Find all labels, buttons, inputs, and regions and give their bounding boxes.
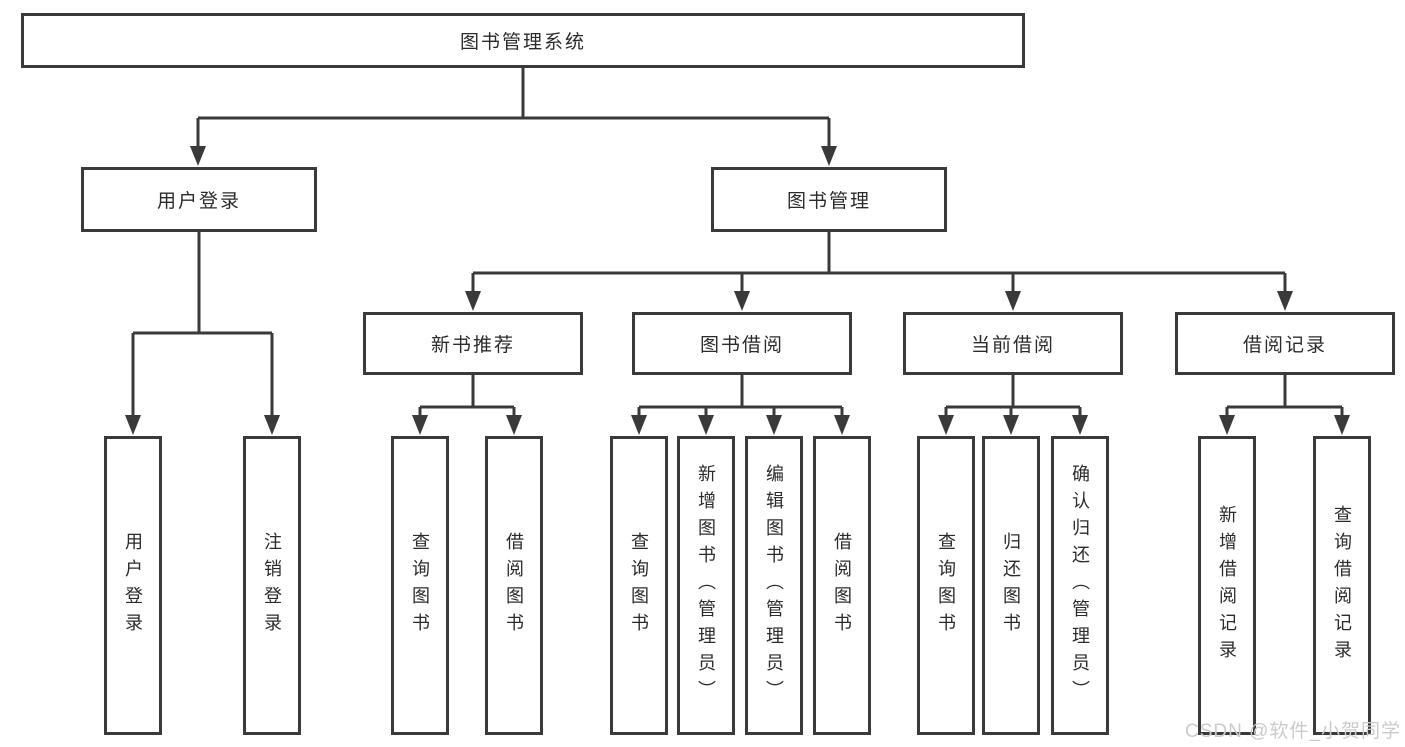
node-label: 查询图书: [410, 531, 430, 640]
node-label: 借阅图书: [504, 531, 524, 640]
arrow-down-icon: [698, 415, 714, 435]
node-new-book-recommend: 新书推荐: [363, 312, 583, 375]
arrow-down-icon: [465, 291, 481, 311]
node-root-system: 图书管理系统: [21, 13, 1025, 68]
arrow-down-icon: [766, 415, 782, 435]
node-user-login: 用户登录: [81, 167, 317, 232]
node-book-borrowing: 图书借阅: [632, 312, 852, 375]
node-label: 查询借阅记录: [1332, 504, 1352, 667]
arrow-down-icon: [1005, 291, 1021, 311]
leaf-query-borrow-record: 查询借阅记录: [1313, 436, 1371, 735]
leaf-add-book-admin: 新增图书（管理员）: [677, 436, 735, 735]
node-label: 查询图书: [629, 531, 649, 640]
leaf-edit-book-admin: 编辑图书（管理员）: [745, 436, 803, 735]
arrow-down-icon: [734, 291, 750, 311]
arrow-down-icon: [190, 146, 206, 166]
leaf-query-books-current: 查询图书: [917, 436, 975, 735]
node-label: 确认归还（管理员）: [1070, 464, 1090, 707]
arrow-down-icon: [1277, 291, 1293, 311]
arrow-down-icon: [1334, 415, 1350, 435]
arrow-down-icon: [1219, 415, 1235, 435]
node-label: 用户登录: [156, 191, 241, 212]
leaf-borrow-books-recommend: 借阅图书: [485, 436, 543, 735]
node-current-borrowing: 当前借阅: [903, 312, 1123, 375]
leaf-user-login: 用户登录: [104, 436, 162, 735]
node-label: 查询图书: [936, 531, 956, 640]
arrow-down-icon: [821, 146, 837, 166]
arrow-down-icon: [834, 415, 850, 435]
leaf-confirm-return-admin: 确认归还（管理员）: [1051, 436, 1109, 735]
arrow-down-icon: [264, 415, 280, 435]
node-label: 新书推荐: [430, 335, 515, 356]
leaf-return-book: 归还图书: [982, 436, 1040, 735]
node-label: 当前借阅: [970, 335, 1055, 356]
arrow-down-icon: [631, 415, 647, 435]
node-label: 新增图书（管理员）: [696, 464, 716, 707]
node-label: 新增借阅记录: [1217, 504, 1237, 667]
node-label: 借阅记录: [1242, 335, 1327, 356]
node-label: 图书管理: [786, 191, 871, 212]
node-label: 用户登录: [123, 531, 143, 640]
leaf-borrow-books-borrowing: 借阅图书: [813, 436, 871, 735]
arrow-down-icon: [125, 415, 141, 435]
csdn-watermark: CSDN @软件_小贺同学: [1185, 721, 1401, 742]
leaf-query-books-borrowing: 查询图书: [610, 436, 668, 735]
leaf-query-books-recommend: 查询图书: [391, 436, 449, 735]
node-borrow-records: 借阅记录: [1175, 312, 1395, 375]
arrowheads: [125, 146, 1350, 435]
arrow-down-icon: [1003, 415, 1019, 435]
node-label: 图书管理系统: [459, 32, 586, 53]
node-label: 借阅图书: [832, 531, 852, 640]
node-book-management: 图书管理: [711, 167, 947, 232]
arrow-down-icon: [938, 415, 954, 435]
node-label: 图书借阅: [699, 335, 784, 356]
arrow-down-icon: [1072, 415, 1088, 435]
connector-path: [131, 68, 1344, 416]
arrow-down-icon: [506, 415, 522, 435]
node-label: 归还图书: [1001, 531, 1021, 640]
node-label: 编辑图书（管理员）: [764, 464, 784, 707]
arrow-down-icon: [412, 415, 428, 435]
leaf-add-borrow-record: 新增借阅记录: [1198, 436, 1256, 735]
leaf-logout: 注销登录: [243, 436, 301, 735]
node-label: 注销登录: [262, 531, 282, 640]
